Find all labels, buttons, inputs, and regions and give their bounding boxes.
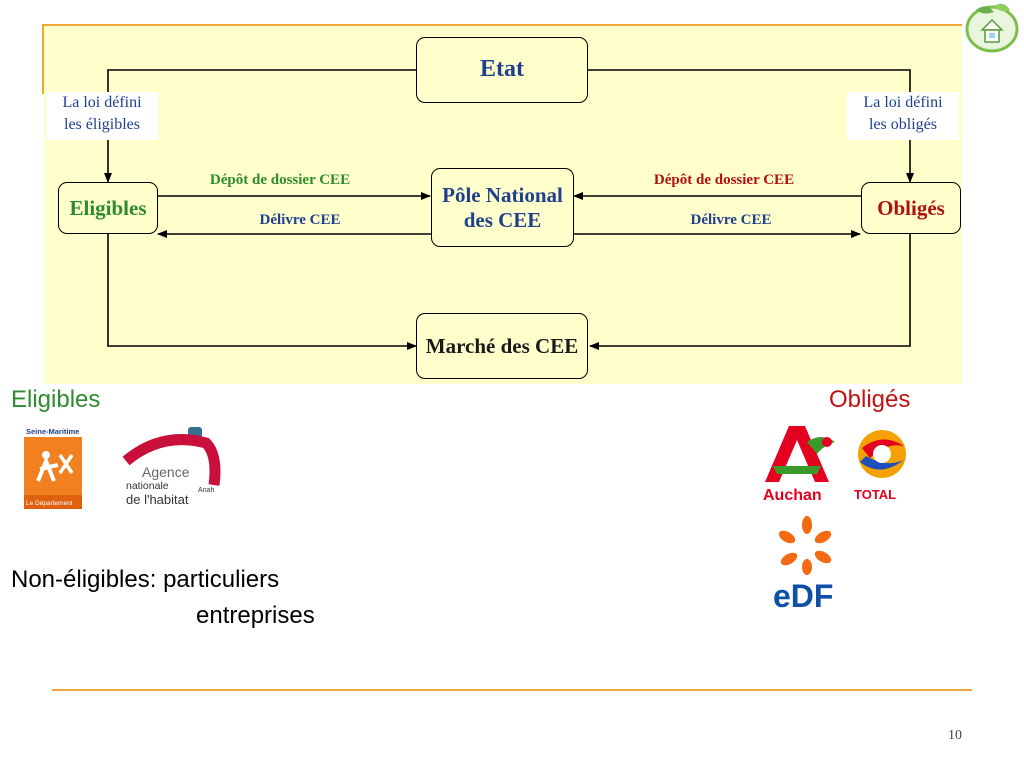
total-logo: TOTAL [854,430,906,502]
eligibles-title: Eligibles [11,386,101,413]
law-box-left: La loi défini les éligibles [46,92,158,140]
departement-text: Le Département [26,500,73,507]
anah-agence-text: Agence [142,464,190,480]
top-rule [42,24,962,26]
node-pole-national: Pôle National des CEE [431,168,574,247]
node-obliges-label: Obligés [877,195,945,220]
auchan-text: Auchan [763,487,822,504]
anah-habitat-text: de l'habitat [126,492,189,507]
page-number: 10 [948,728,962,743]
node-eligibles: Eligibles [58,182,158,234]
node-pole-label-line2: des CEE [463,207,542,232]
seine-maritime-logo: Seine-Maritime Le Département [24,425,82,509]
non-eligibles-label: Non-éligibles: particuliers [11,566,280,593]
anah-logo: Agence nationale de l'habitat Anah [122,427,221,507]
node-pole-label-line1: Pôle National [442,183,563,208]
law-left-line2: les éligibles [64,116,140,133]
anah-nationale-text: nationale [126,480,169,492]
house-leaf-icon [965,3,1019,53]
node-obliges: Obligés [861,182,961,234]
law-left-line1: La loi défini [62,94,142,111]
bottom-rule [52,689,972,691]
node-marche-label: Marché des CEE [425,333,579,358]
node-eligibles-label: Eligibles [69,195,147,220]
node-marche: Marché des CEE [416,313,588,379]
non-eligibles-entreprises: entreprises [196,602,315,629]
law-right-line1: La loi défini [863,94,943,111]
left-rule [42,24,44,94]
anah-acronym-text: Anah [198,487,214,494]
node-etat: Etat [416,37,588,103]
depot-label-right: Dépôt de dossier CEE [653,172,795,188]
node-etat-label: Etat [480,56,524,83]
edf-text: eDF [773,578,833,611]
edf-logo: eDF [773,516,833,611]
total-text: TOTAL [854,487,896,502]
law-box-right: La loi défini les obligés [847,92,959,140]
auchan-logo: Auchan [763,426,835,504]
seine-maritime-text: Seine-Maritime [26,427,79,436]
law-right-line2: les obligés [869,116,937,133]
obliges-title: Obligés [829,386,911,413]
delivre-label-right: Délivre CEE [690,212,772,228]
delivre-label-left: Délivre CEE [259,212,341,228]
depot-label-left: Dépôt de dossier CEE [209,172,351,188]
